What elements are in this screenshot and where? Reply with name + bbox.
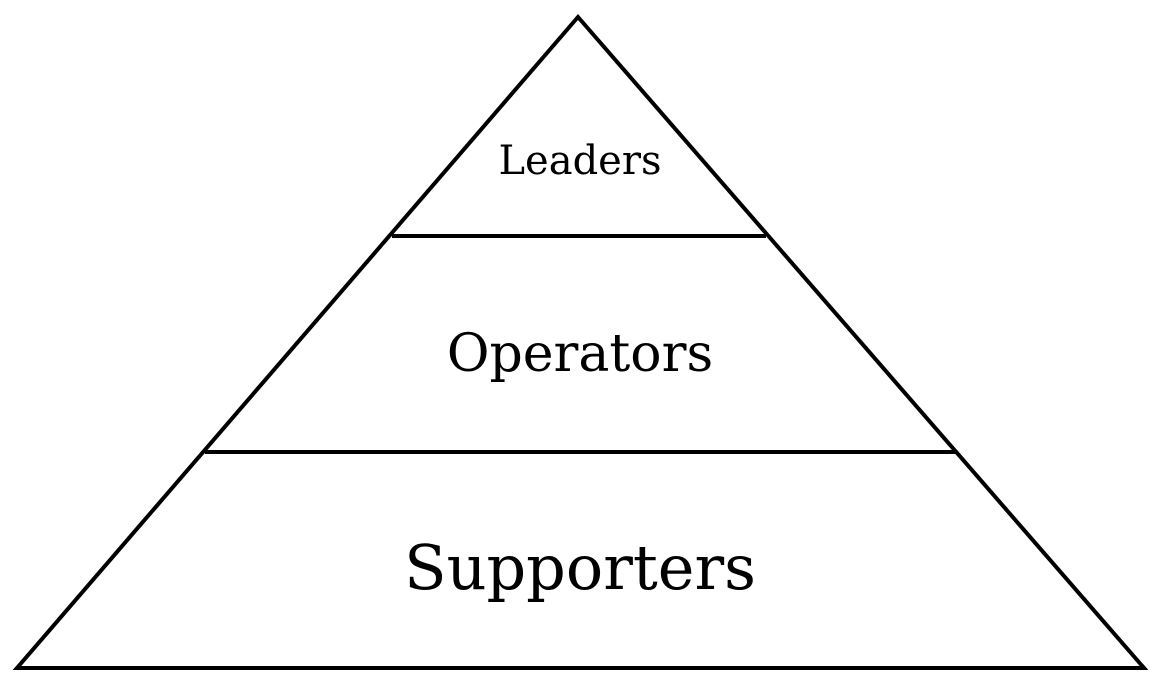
tier-label-supporters: Supporters	[404, 531, 756, 604]
tier-label-leaders: Leaders	[498, 138, 661, 184]
pyramid-outline	[12, 13, 1149, 670]
tier-label-operators: Operators	[447, 324, 713, 384]
